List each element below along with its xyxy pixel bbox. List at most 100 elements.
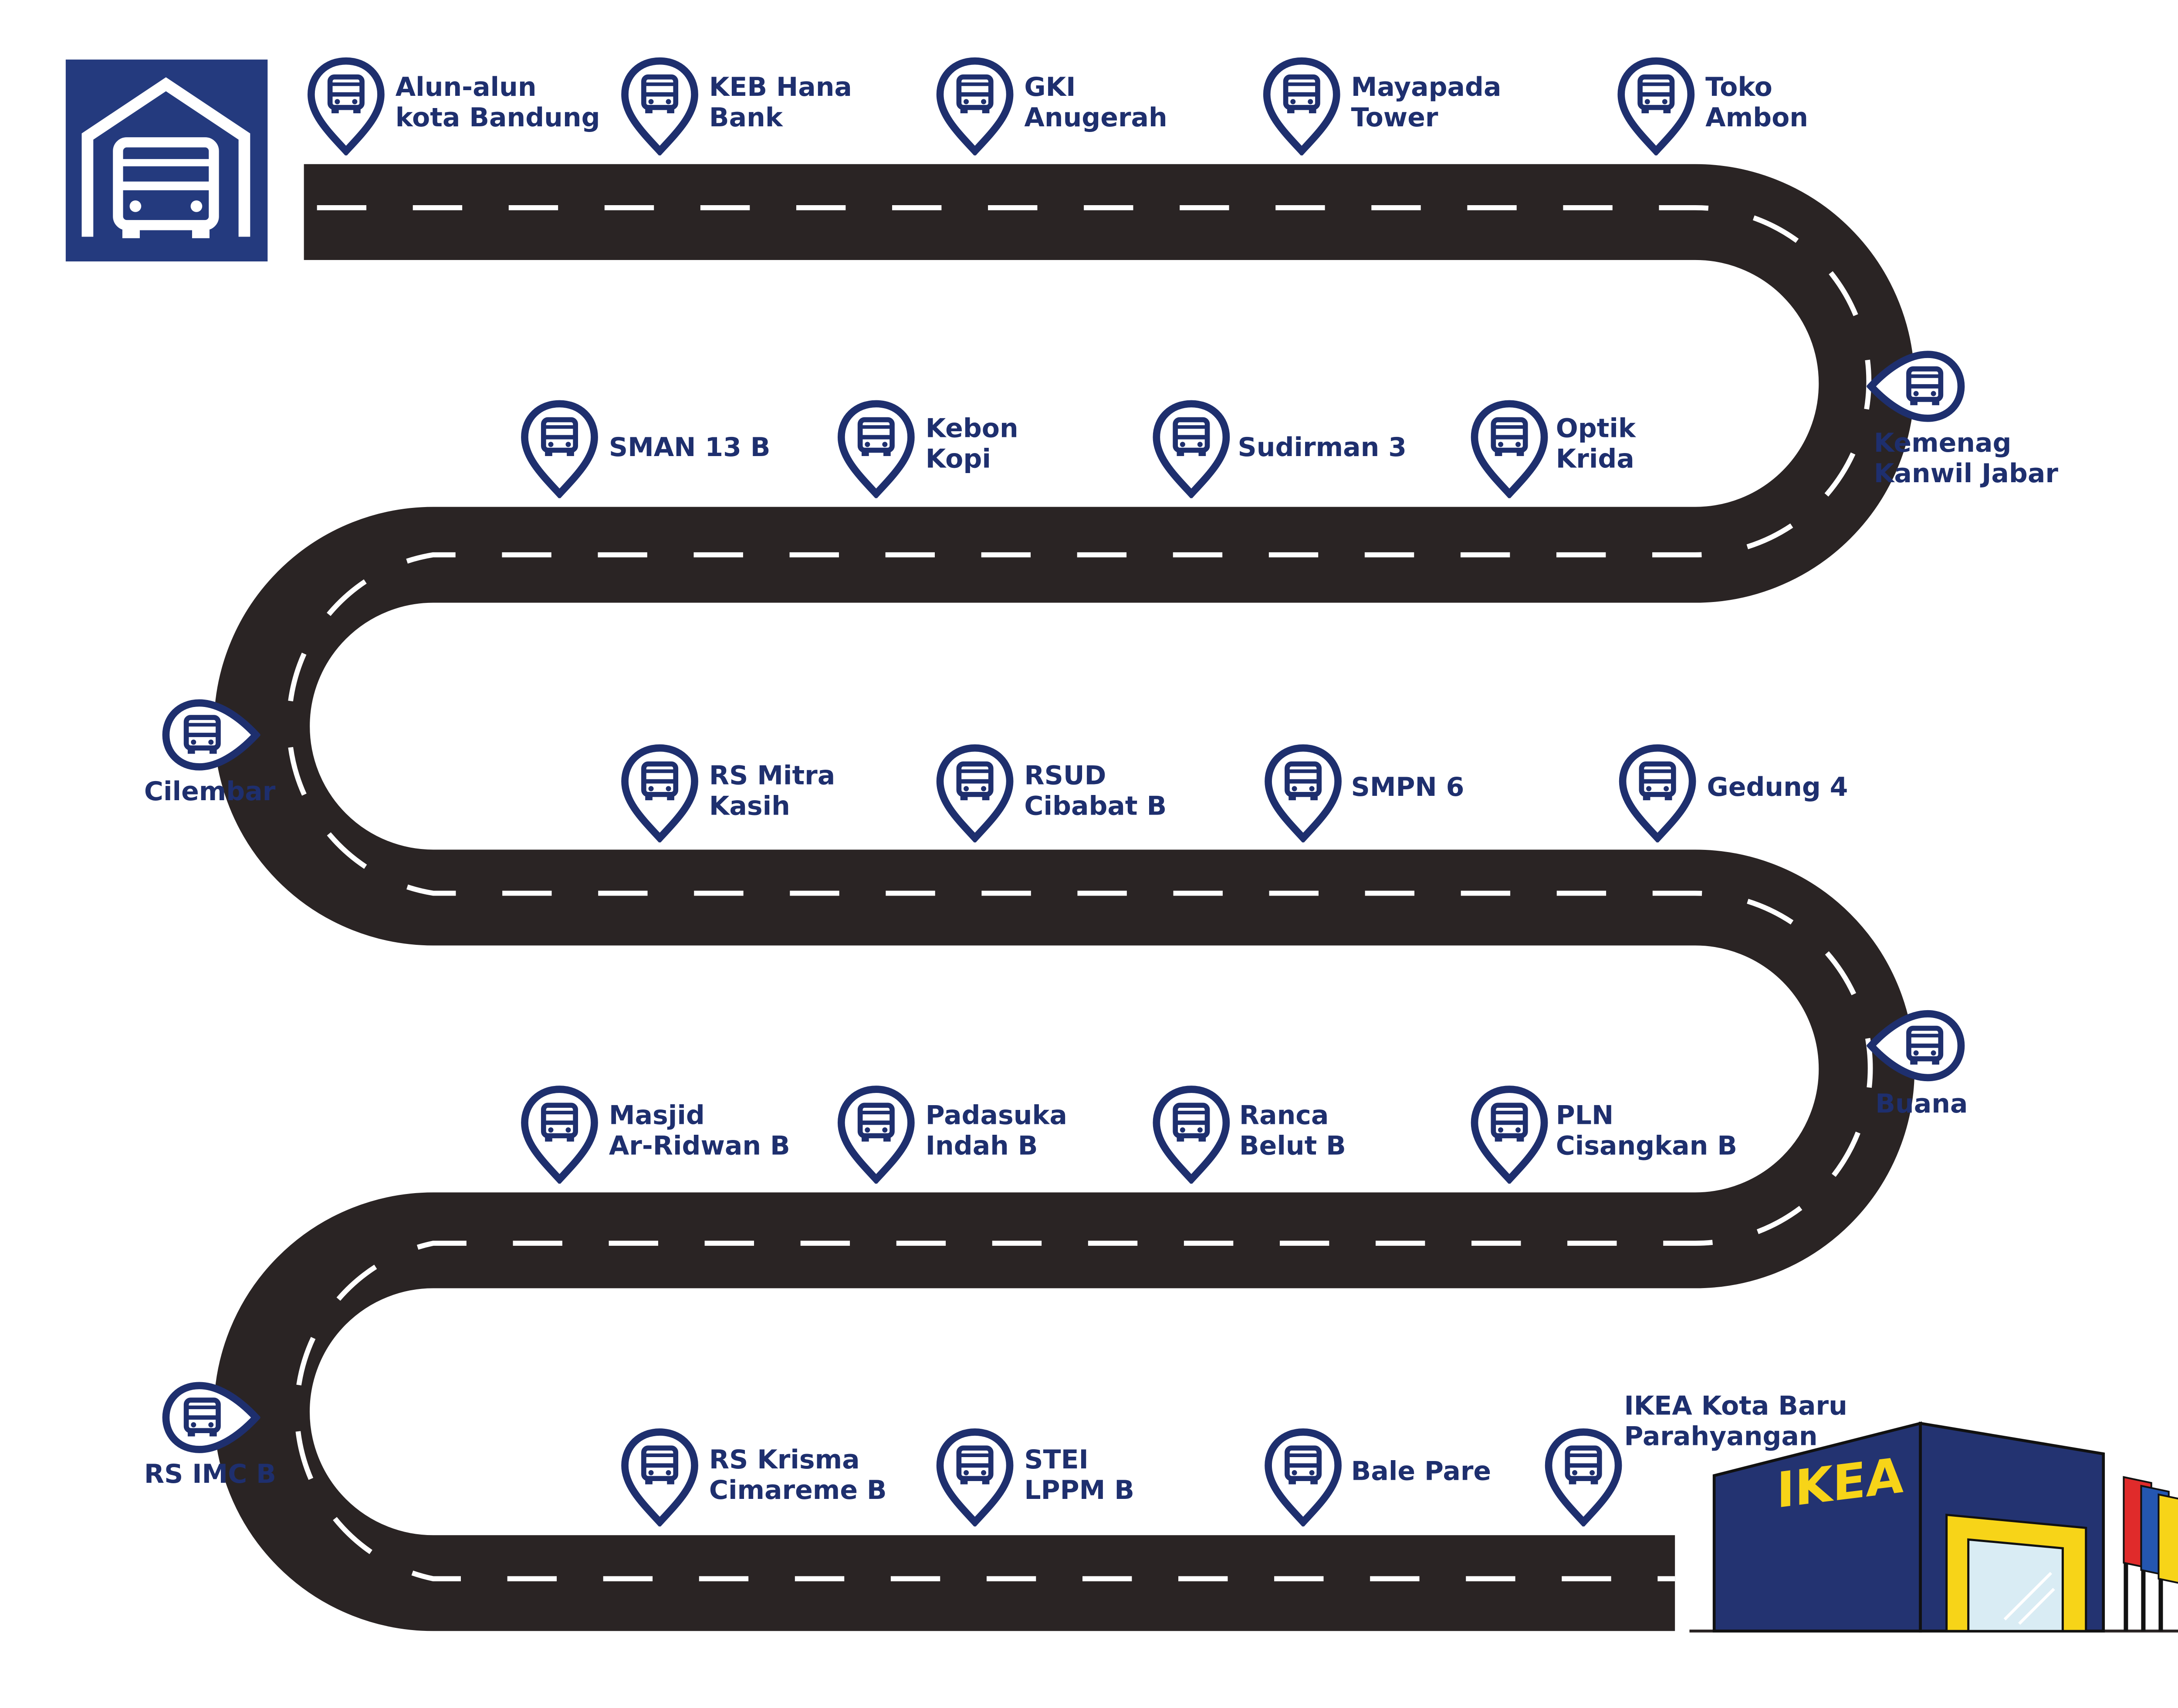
stop-cilembar: Cilembar [144,703,276,807]
stop-label-line: Anugerah [1024,102,1167,133]
bus-pin-icon [625,61,695,151]
bus-pin-icon [311,61,381,151]
stop-label-line: RS IMC B [144,1459,276,1489]
stop-smpn-6: SMPN 6 [1268,748,1464,838]
stop-label-line: RS Mitra [709,760,835,791]
stop-label-line: Ar-Ridwan B [609,1131,790,1161]
bus-pin-icon [524,404,594,494]
stop-rs-imc-b: RS IMC B [144,1386,276,1489]
stop-label-line: Belut B [1239,1131,1346,1161]
bus-pin-icon [1621,61,1691,151]
stop-label-line: Ranca [1239,1100,1329,1131]
stop-label: Cilembar [144,776,276,807]
bus-pin-icon [1475,1089,1544,1180]
stop-label-line: Cilembar [144,776,276,807]
road [214,164,1915,1631]
bus-pin-icon [1267,61,1336,151]
stop-label: RS IMC B [144,1459,276,1489]
stop-label-line: STEI [1024,1444,1088,1475]
bus-pin-icon [841,404,911,494]
stop-label-line: Bank [709,102,784,133]
bus-pin-icon [625,748,695,838]
stop-sudirman-3: Sudirman 3 [1157,404,1407,494]
stop-label-line: LPPM B [1024,1475,1134,1505]
flags [2123,1476,2178,1631]
stop-label-line: Cimareme B [709,1475,887,1505]
bus-pin-icon [1157,1089,1226,1180]
stop-label-line: Optik [1556,413,1637,444]
stop-label-line: RS Krisma [709,1444,860,1475]
bus-pin-icon [1549,1432,1618,1522]
stop-label-line: Toko [1705,72,1772,102]
stop-label: SMPN 6 [1351,772,1464,802]
ikea-store-icon: IKEA [1689,1421,2178,1633]
stop-label-line: Alun-alun [396,72,537,102]
bus-pin-icon [1475,404,1544,494]
stop-label-line: Gedung 4 [1707,772,1848,802]
stop-label-line: Cisangkan B [1556,1131,1737,1161]
stop-label: SMAN 13 B [609,432,771,463]
stop-label-line: Kebon [926,413,1018,444]
stop-label-line: Sudirman 3 [1238,432,1407,463]
bus-pin-icon [841,1089,911,1180]
stop-label-line: Kopi [926,444,991,474]
bus-pin-icon [1623,748,1692,838]
stop-label-line: Indah B [926,1131,1038,1161]
stop-label-line: IKEA Kota Baru [1624,1390,1847,1421]
bus-pin-icon [1268,748,1338,838]
stop-gedung-4: Gedung 4 [1623,748,1848,838]
stop-label-line: Mayapada [1351,72,1502,102]
stop-label-line: Kanwil Jabar [1874,458,2058,489]
stop-label-line: Buana [1875,1089,1968,1119]
stop-buana: Buana [1871,1014,1968,1119]
stop-sman-13-b: SMAN 13 B [524,404,770,494]
stop-label: Bale Pare [1351,1456,1491,1487]
bus-pin-icon [940,748,1010,838]
stop-label-line: PLN [1556,1100,1613,1131]
bus-pin-icon [940,1432,1010,1522]
stop-label-line: Parahyangan [1624,1421,1817,1452]
bus-pin-icon [1268,1432,1338,1522]
bus-pin-icon [524,1089,594,1180]
stop-label-line: RSUD [1024,760,1106,791]
stop-label: Gedung 4 [1707,772,1848,802]
stop-label-line: Krida [1556,444,1634,474]
stop-label: Sudirman 3 [1238,432,1407,463]
stop-label-line: SMPN 6 [1351,772,1464,802]
stop-label-line: Ambon [1705,102,1808,133]
bus-garage-icon [65,59,268,262]
stop-label-line: Bale Pare [1351,1456,1491,1487]
